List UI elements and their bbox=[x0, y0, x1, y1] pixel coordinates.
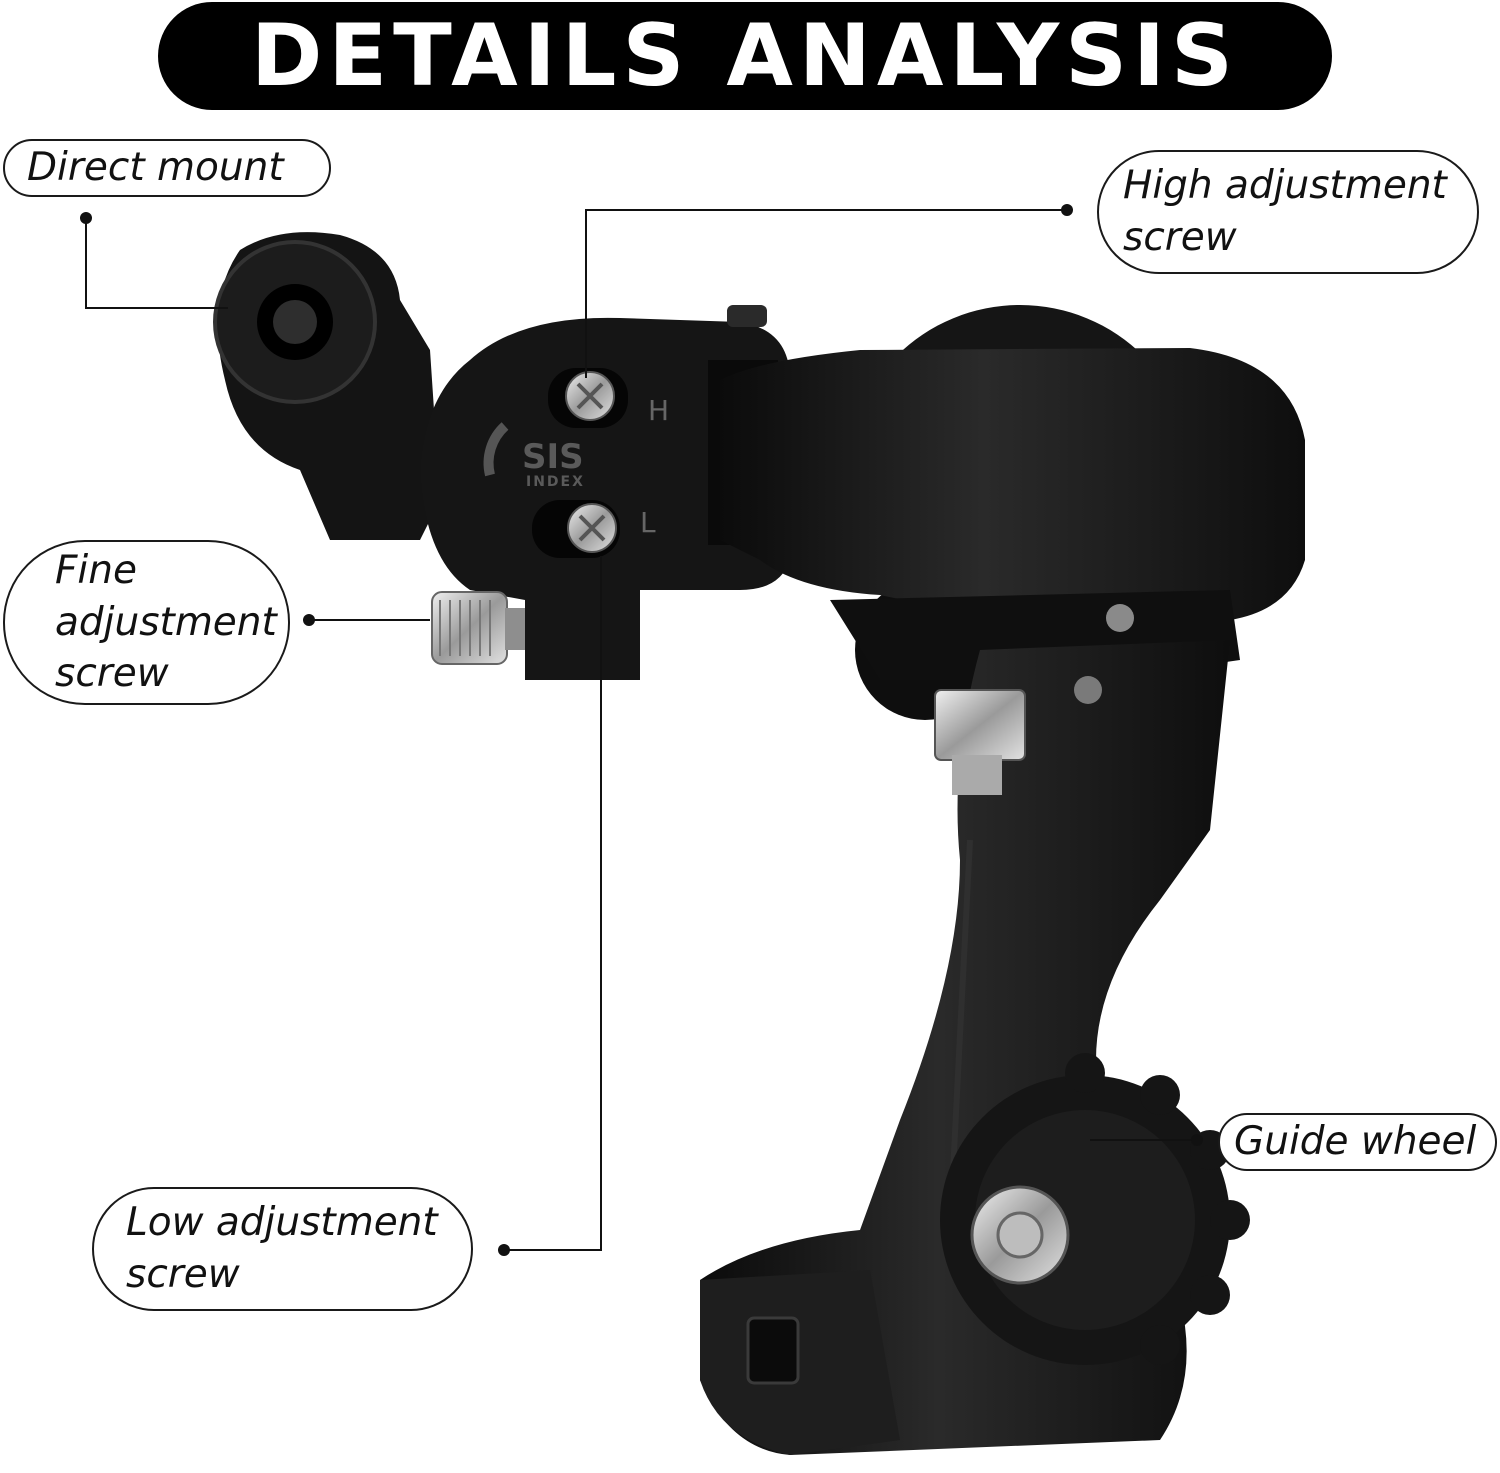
high-mark: H bbox=[648, 394, 669, 427]
callout-fine-adjustment-line1: Fine bbox=[55, 547, 137, 593]
callout-low-adjustment: Low adjustment screw bbox=[92, 1187, 473, 1311]
title-banner: DETAILS ANALYSIS bbox=[158, 2, 1332, 110]
callout-direct-mount: Direct mount bbox=[3, 139, 331, 197]
mount-bracket-icon bbox=[213, 232, 440, 540]
brand-sub-mark: INDEX bbox=[526, 474, 585, 490]
brand-logo-icon: SIS INDEX bbox=[483, 422, 585, 490]
brand-mark: SIS bbox=[522, 437, 584, 477]
leader-direct-mount bbox=[85, 218, 228, 309]
leader-low-adjustment bbox=[504, 556, 602, 1251]
barrel-adjuster-icon bbox=[431, 591, 525, 665]
callout-high-adjustment: High adjustment screw bbox=[1097, 150, 1479, 274]
leader-dots bbox=[80, 204, 1203, 1256]
callout-guide-wheel: Guide wheel bbox=[1218, 1113, 1497, 1171]
callout-guide-wheel-text: Guide wheel bbox=[1234, 1119, 1477, 1165]
callout-low-adjustment-line2: screw bbox=[126, 1252, 240, 1297]
guide-wheel-icon bbox=[940, 1053, 1250, 1365]
leader-high-adjustment bbox=[585, 209, 1067, 378]
high-screw-icon bbox=[548, 368, 628, 428]
low-screw-icon bbox=[532, 500, 620, 558]
callout-high-adjustment-line1: High adjustment bbox=[1123, 163, 1447, 209]
callout-fine-adjustment-line2: adjustment bbox=[55, 599, 277, 645]
leader-lines bbox=[85, 209, 1197, 1251]
low-mark: L bbox=[640, 506, 656, 539]
page-title: DETAILS ANALYSIS bbox=[251, 6, 1239, 106]
callout-fine-adjustment-line3: screw bbox=[55, 651, 169, 697]
callout-high-adjustment-line2: screw bbox=[1123, 215, 1237, 260]
callout-fine-adjustment: Fine adjustment screw bbox=[3, 540, 290, 705]
parallelogram-arm-icon bbox=[720, 348, 1305, 680]
callout-direct-mount-text: Direct mount bbox=[27, 145, 284, 191]
cable-bolt-icon bbox=[934, 604, 1134, 795]
callout-low-adjustment-line1: Low adjustment bbox=[126, 1200, 438, 1246]
